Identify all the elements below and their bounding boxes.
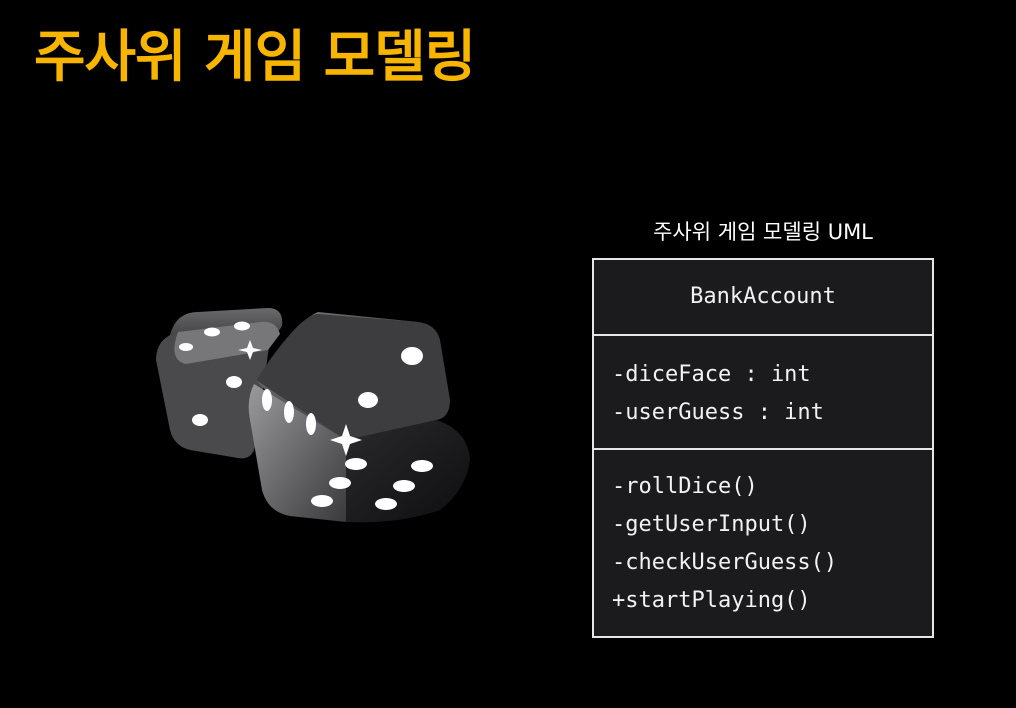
dice-icon bbox=[156, 308, 470, 523]
front-die bbox=[248, 312, 470, 523]
uml-method: -getUserInput() bbox=[612, 512, 811, 537]
slide-title: 주사위 게임 모델링 bbox=[34, 25, 476, 90]
uml-caption: 주사위 게임 모델링 UML bbox=[653, 220, 873, 244]
uml-class-name: BankAccount bbox=[594, 260, 932, 336]
uml-methods: -rollDice() -getUserInput() -checkUserGu… bbox=[594, 450, 932, 636]
uml-attribute: -diceFace : int bbox=[612, 362, 811, 387]
uml-class-box: BankAccount -diceFace : int -userGuess :… bbox=[592, 258, 934, 638]
uml-attribute: -userGuess : int bbox=[612, 400, 824, 425]
uml-attributes: -diceFace : int -userGuess : int bbox=[594, 336, 932, 450]
uml-method: -checkUserGuess() bbox=[612, 550, 838, 575]
back-die bbox=[156, 308, 283, 459]
uml-method: -rollDice() bbox=[612, 474, 758, 499]
uml-method: +startPlaying() bbox=[612, 588, 811, 613]
